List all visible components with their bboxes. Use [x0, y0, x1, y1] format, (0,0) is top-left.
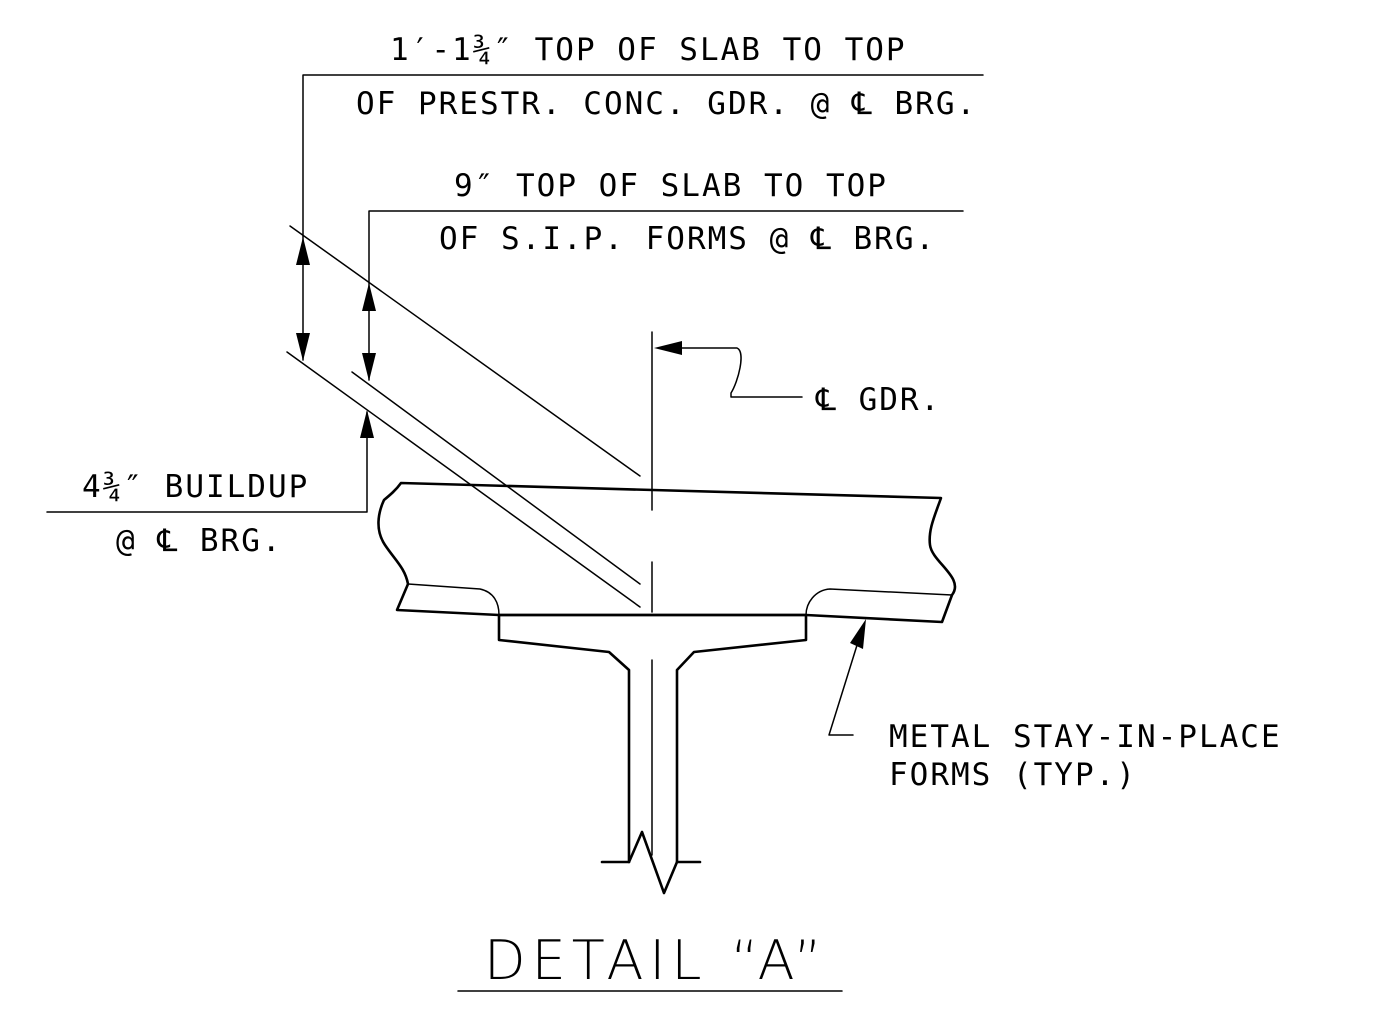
- prestressed-girder: [497, 613, 808, 895]
- forms-leader-line: [828, 641, 859, 736]
- form-line-right: [805, 588, 953, 616]
- girder-depth-note-line1: 1′-1¾″ TOP OF SLAB TO TOP: [390, 32, 907, 68]
- buildup-note-line1: 4¾″ BUILDUP: [82, 469, 309, 505]
- centerline-callout-leader: [681, 347, 803, 398]
- centerline-arrowhead: [654, 341, 682, 355]
- form-line-left: [407, 583, 500, 616]
- sip-depth-leader: [368, 210, 964, 381]
- forms-arrowhead: [850, 619, 866, 649]
- sip-dim-arrow-up: [362, 283, 376, 311]
- extension-lines: [286, 225, 641, 608]
- dimension-leaders: [46, 74, 984, 513]
- buildup-dim-arrow-up: [360, 410, 374, 438]
- dimension-arrowheads: [296, 237, 376, 438]
- forms-note-line2: FORMS (TYP.): [889, 757, 1137, 793]
- sip-dim-arrow-down: [362, 353, 376, 381]
- detail-title: DETAIL “A”: [484, 929, 828, 992]
- sip-depth-note-line2: OF S.I.P. FORMS @ ℄ BRG.: [439, 221, 936, 257]
- forms-leader: [828, 619, 866, 736]
- top-of-girder-extension: [286, 351, 641, 608]
- buildup-leader: [46, 411, 368, 513]
- deck-slab-outline: [377, 481, 957, 624]
- girder-dim-arrow-down: [296, 333, 310, 361]
- top-of-slab-extension: [289, 225, 641, 477]
- sip-depth-note-line1: 9″ TOP OF SLAB TO TOP: [454, 168, 888, 204]
- top-of-forms-extension: [351, 371, 641, 585]
- deck-slab: [377, 481, 957, 624]
- girder-depth-note-line2: OF PRESTR. CONC. GDR. @ ℄ BRG.: [356, 86, 977, 122]
- forms-note-line1: METAL STAY-IN-PLACE: [889, 719, 1282, 755]
- girder-top-flange: [497, 613, 808, 864]
- centerline-girder: [651, 331, 803, 856]
- girder-break-symbol: [600, 830, 702, 895]
- centerline-girder-label: ℄ GDR.: [815, 382, 941, 418]
- buildup-note-line2: @ ℄ BRG.: [116, 523, 283, 559]
- girder-dim-arrow-up: [296, 237, 310, 265]
